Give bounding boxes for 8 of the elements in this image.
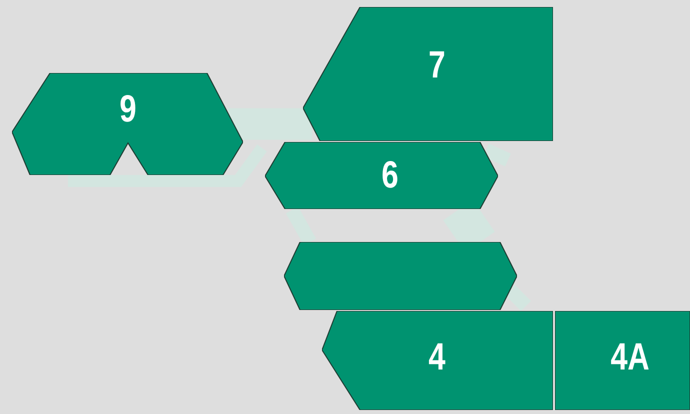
block-number: 4A xyxy=(610,336,650,380)
block-number: 9 xyxy=(120,88,136,132)
walkway-connector xyxy=(483,144,511,166)
block-number: 4 xyxy=(428,336,446,380)
walkway-connector xyxy=(505,285,531,311)
block-number: 7 xyxy=(428,44,446,88)
walkway-connector xyxy=(68,144,267,187)
block-number: 6 xyxy=(382,154,398,198)
